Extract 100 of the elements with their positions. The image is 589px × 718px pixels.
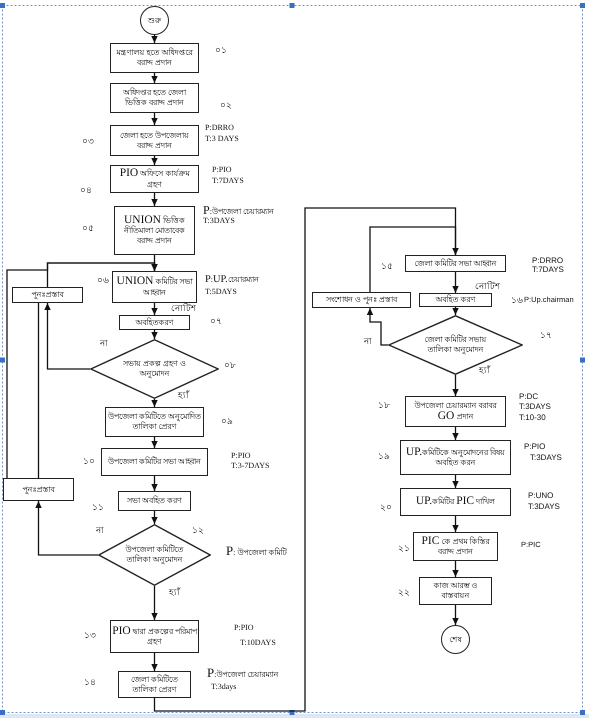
step-text: অবহিত করণ <box>435 295 476 305</box>
step-number: ১২ <box>192 526 204 536</box>
arrow <box>151 399 158 407</box>
step-text: UP.কমিটিকে অনুমোদনের বিষয় অবহিত করন <box>404 446 506 468</box>
responsible-person-note: P:UNO <box>528 492 554 501</box>
arrow <box>151 73 158 83</box>
arrow <box>151 35 158 43</box>
duration-note: T:3DAYS <box>528 503 560 512</box>
arrow <box>154 207 459 712</box>
process-box <box>110 125 199 156</box>
arrow <box>151 330 158 339</box>
process-box <box>110 43 199 73</box>
step-text: পুনঃপ্রস্তাব <box>32 290 64 300</box>
duration-note: T:3days <box>211 683 236 692</box>
duration-note: T:3DAYS <box>203 217 235 226</box>
process-box <box>405 255 506 272</box>
arrow <box>151 653 158 671</box>
arrow <box>151 437 158 448</box>
responsible-person-note: P:PIO <box>231 452 251 461</box>
process-box <box>105 407 204 437</box>
step-number: ০১ <box>215 46 227 56</box>
step-number: ০৯ <box>221 417 233 427</box>
process-box <box>110 165 199 193</box>
step-number: ২২ <box>398 588 410 598</box>
step-text: UNION ভিত্তিক নীতিমালা মোতাবেক বরাদ্দ প্রদান <box>122 214 186 246</box>
step-text: UNION কমিটির সভা আহ্বান <box>115 276 194 298</box>
process-box <box>119 315 190 330</box>
duration-note: T:3-7DAYS <box>231 462 270 471</box>
arrow <box>35 501 98 556</box>
step-text: UP.কমিটির PIC দাখিল <box>416 496 496 508</box>
step-text: PIO দ্বারা প্রকল্পের পরিমাপ গ্রহণ <box>112 626 197 648</box>
process-box <box>101 448 208 476</box>
step-text: উপজেলা কমিটিতে অনুমোদিত তালিকা প্রেরণ <box>107 412 202 432</box>
arrow <box>151 476 158 491</box>
arrow <box>151 113 158 125</box>
process-box <box>112 271 197 303</box>
step-text: কাজ আরম্ভ ও বাস্তবায়ন <box>432 581 479 601</box>
step-number: ২০ <box>380 503 392 513</box>
process-box <box>312 292 411 308</box>
responsible-person-note: P:উপজেলা চেয়ারম্যান <box>207 667 278 680</box>
step-number: ১৪ <box>84 678 96 688</box>
edge-label: না <box>99 339 109 348</box>
arrow <box>452 605 459 625</box>
process-box <box>12 287 83 303</box>
arrow <box>151 303 158 315</box>
step-number: ১৬ <box>511 296 523 306</box>
step-number: ১০ <box>83 457 95 467</box>
step-text: অবহিতকরণ <box>136 318 174 328</box>
terminal-circle <box>140 6 169 35</box>
terminal-text: শুরু <box>148 16 161 26</box>
duration-note: T:7DAYS <box>212 177 244 186</box>
edge-label: নোটিশ <box>170 304 197 314</box>
arrow <box>151 586 158 620</box>
arrow <box>452 427 459 440</box>
terminal-text: শেষ <box>450 634 462 644</box>
step-text: PIO অফিসে কার্যক্রম গ্রহণ <box>118 168 191 190</box>
arrow <box>452 307 459 315</box>
step-text: সভা অবহিত করণ <box>126 496 182 506</box>
arrow <box>366 308 388 346</box>
step-number: ১৭ <box>540 331 552 341</box>
process-box <box>419 577 492 605</box>
responsible-person-note: P:DRRO <box>532 257 564 266</box>
step-text: জেলা কমিটিতে তালিকা প্রেরণ <box>130 674 180 694</box>
responsible-person-note: P:PIO <box>212 166 232 175</box>
step-text: জেলা হতে উপজেলায় বরাদ্দ প্রদান <box>118 130 190 150</box>
process-box <box>413 532 498 561</box>
step-number: ০৭ <box>210 317 222 327</box>
step-number: ০২ <box>220 101 232 111</box>
step-number: ১৩ <box>84 631 96 641</box>
decision-text: জেলা কমিটির সভায় তালিকা অনুমোদন <box>424 335 488 355</box>
step-number: ০৪ <box>80 186 92 196</box>
step-number: ০৫ <box>82 224 94 234</box>
edge-label: নোটিশ <box>474 282 501 292</box>
arrow <box>44 303 90 370</box>
arrow <box>452 272 459 293</box>
step-number: ১৮ <box>378 401 390 411</box>
arrow <box>452 375 459 396</box>
process-box <box>400 440 511 475</box>
responsible-person-note: P:PIO <box>524 443 546 452</box>
arrow <box>6 262 158 478</box>
process-box <box>110 620 199 653</box>
responsible-person-note: P:UP.চেয়ারম্যান <box>205 275 259 286</box>
process-box <box>118 671 191 698</box>
responsible-person-note: P:PIO <box>234 624 254 633</box>
decision-text: সভায় প্রকল্প গ্রহণ ও অনুমোদন <box>122 359 187 379</box>
step-number: ২১ <box>398 544 410 554</box>
step-text: জেলা কমিটির সভা আহ্বান <box>414 258 497 268</box>
step-number: ১৯ <box>378 452 390 462</box>
edge-label: না <box>363 337 373 346</box>
responsible-person-note: P:উপজেলা চেয়ারম্যান <box>203 204 274 217</box>
step-number: ১১ <box>92 503 104 513</box>
responsible-person-note: P:DRRO <box>205 124 234 133</box>
duration-note: T:5DAYS <box>205 288 237 297</box>
terminal-circle <box>441 625 470 654</box>
decision-diamond <box>90 339 219 399</box>
process-box <box>110 83 199 113</box>
step-text: অধিদপ্তর হতে জেলা ভিত্তিক বরাদ্দ প্রদান <box>122 88 188 108</box>
arrow <box>151 511 158 524</box>
process-box <box>400 488 511 516</box>
step-text: পুনঃপ্রস্তাব <box>22 484 54 494</box>
